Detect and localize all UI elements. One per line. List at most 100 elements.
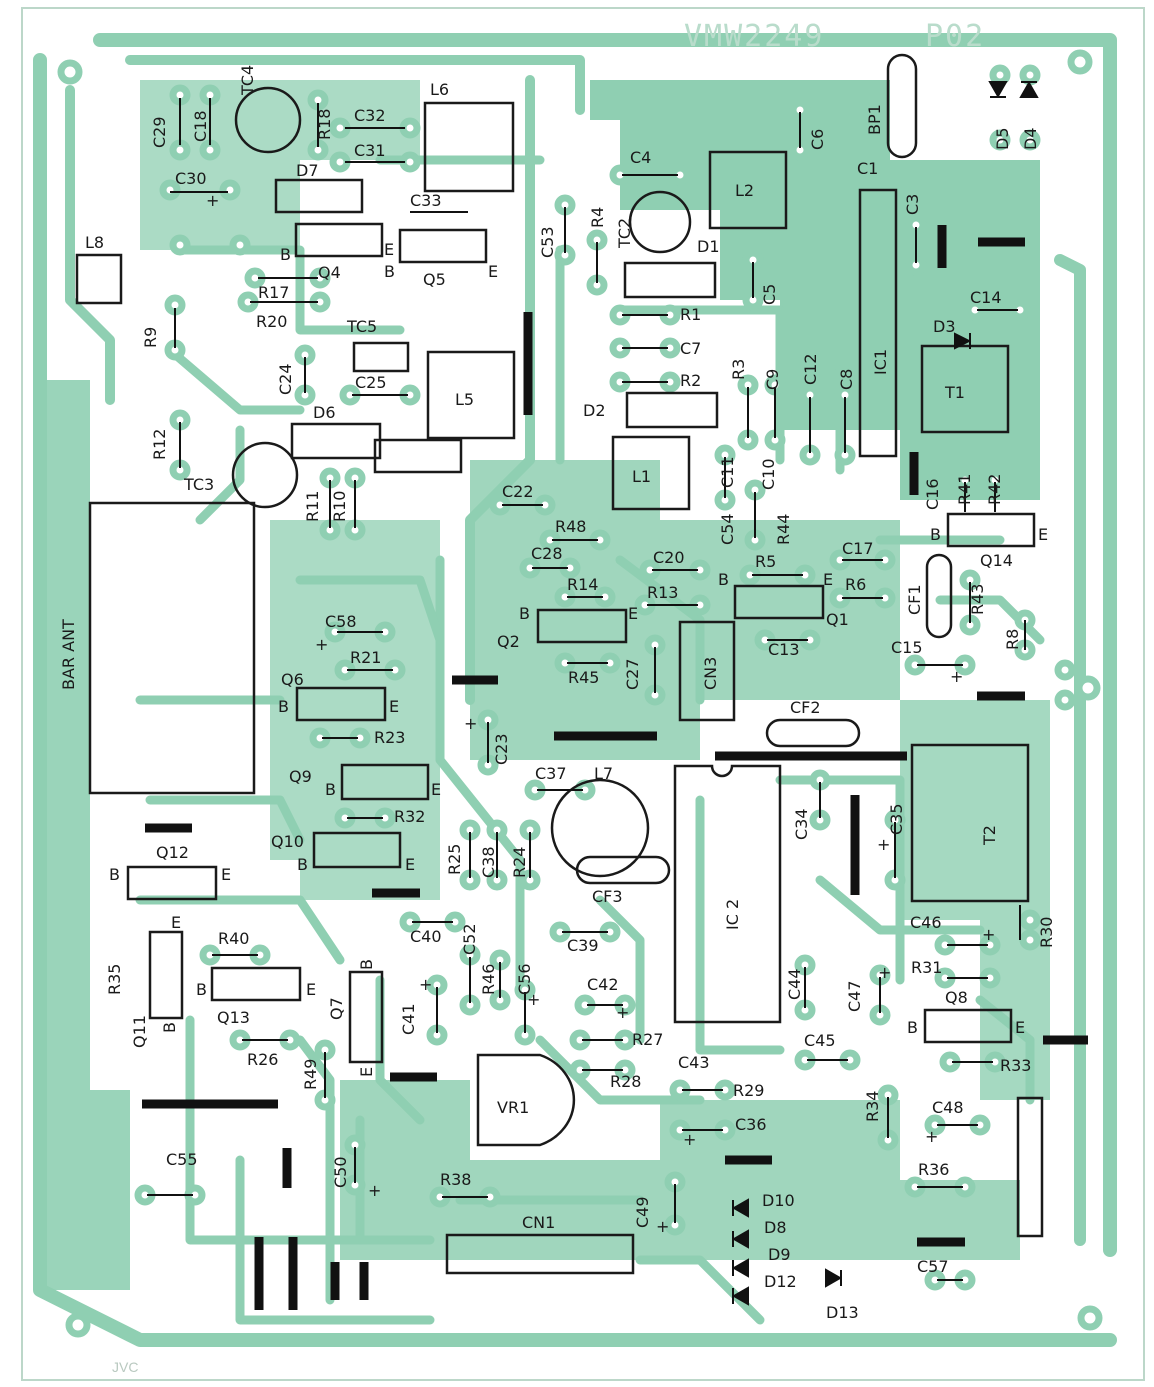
vr1-outline (476, 1053, 576, 1147)
label-r45: R45 (568, 668, 599, 687)
tc3-outline (231, 441, 299, 509)
label-c15: C15 (891, 638, 923, 657)
label-c41: C41 (399, 1003, 418, 1035)
label-q5: Q5 (423, 270, 446, 289)
label-c18: C18 (191, 110, 210, 142)
label-r9: R9 (141, 327, 160, 348)
label-c5: C5 (760, 284, 779, 305)
label-bar-ant: BAR ANT (59, 619, 78, 690)
label-c42: C42 (587, 975, 619, 994)
label-c22: C22 (502, 482, 534, 501)
label-r46: R46 (479, 964, 498, 995)
q13-emitter-letter: E (306, 980, 316, 999)
label-c29: C29 (150, 116, 169, 148)
q10-base-letter: B (297, 855, 308, 874)
c47-plus: + (878, 963, 891, 982)
label-c9: C9 (763, 369, 782, 390)
label-t2: T2 (980, 825, 999, 846)
label-d3: D3 (933, 317, 956, 336)
label-l7: L7 (594, 764, 613, 783)
q11-base-letter: B (160, 1022, 179, 1033)
label-c8: C8 (837, 369, 856, 390)
d13-diode-icon (825, 1268, 843, 1288)
d8-diode-icon (731, 1229, 749, 1249)
label-cf3: CF3 (592, 887, 623, 906)
label-tc3: TC3 (183, 475, 214, 494)
label-c24: C24 (276, 363, 295, 395)
label-r30: R30 (1037, 917, 1056, 948)
q10-emitter-letter: E (405, 855, 415, 874)
l2-outline (708, 150, 788, 230)
part-number: VMW2249 (684, 19, 824, 54)
label-d7: D7 (296, 161, 319, 180)
label-r12: R12 (150, 429, 169, 460)
label-r14: R14 (567, 575, 598, 594)
label-c36: C36 (735, 1115, 767, 1134)
label-r6: R6 (845, 575, 866, 594)
d9-diode-icon (731, 1258, 749, 1278)
label-q9: Q9 (289, 767, 312, 786)
label-q12: Q12 (156, 843, 189, 862)
q6-emitter-letter: E (389, 697, 399, 716)
q9-body (340, 763, 430, 801)
d4-diode-icon (1019, 80, 1039, 98)
maker-mark: JVC (112, 1359, 138, 1375)
label-c48: C48 (932, 1098, 964, 1117)
q11-emitter-letter: E (171, 913, 181, 932)
cf2-outline (765, 718, 861, 748)
label-d13: D13 (826, 1303, 859, 1322)
label-tc5: TC5 (346, 317, 377, 336)
copper-fill-bottom (340, 1080, 1020, 1260)
label-ic2: IC 2 (723, 899, 742, 930)
label-l6: L6 (430, 80, 449, 99)
q1-emitter-letter: E (823, 570, 833, 589)
label-l8: L8 (85, 233, 104, 252)
label-cf1: CF1 (905, 584, 924, 615)
l6-outline (423, 101, 515, 193)
label-q6: Q6 (281, 670, 304, 689)
label-r24: R24 (510, 847, 529, 878)
c15-plus: + (950, 667, 963, 686)
label-d9: D9 (768, 1245, 791, 1264)
q13-base-letter: B (196, 980, 207, 999)
d6-tail-body (373, 438, 463, 474)
label-d2: D2 (583, 401, 606, 420)
label-r27: R27 (632, 1030, 663, 1049)
c58-plus: + (315, 635, 328, 654)
label-c46: C46 (910, 913, 942, 932)
label-r48: R48 (555, 517, 586, 536)
label-q1: Q1 (826, 610, 849, 629)
q9-base-letter: B (325, 780, 336, 799)
label-d5: D5 (993, 128, 1012, 151)
copper-fill-top-right (590, 80, 1040, 500)
c46-plus: + (982, 925, 995, 944)
label-r18: R18 (315, 109, 334, 140)
label-r20: R20 (256, 312, 287, 331)
label-c52: C52 (460, 923, 479, 955)
t1-outline (920, 344, 1010, 434)
q7-base-letter: B (357, 959, 376, 970)
label-c16: C16 (923, 478, 942, 510)
label-q11: Q11 (130, 1015, 149, 1048)
label-r5: R5 (755, 552, 776, 571)
l5-outline (426, 350, 516, 440)
label-r35: R35 (105, 964, 124, 995)
label-r2: R2 (680, 371, 701, 390)
q11-body (148, 930, 184, 1020)
label-tc2: TC2 (615, 218, 634, 249)
q6-body (295, 686, 387, 722)
label-c38: C38 (479, 846, 498, 878)
d3-diode-icon (954, 332, 972, 350)
label-c55: C55 (166, 1150, 198, 1169)
label-c57: C57 (917, 1257, 949, 1276)
label-c49: C49 (633, 1196, 652, 1228)
label-r26: R26 (247, 1050, 278, 1069)
label-c3: C3 (903, 194, 922, 215)
q5-emitter-letter: E (488, 262, 498, 281)
label-c12: C12 (801, 353, 820, 385)
ic1-outline (858, 188, 898, 458)
q5-body (398, 228, 488, 264)
label-c20: C20 (653, 548, 685, 567)
d7-body (274, 178, 364, 214)
label-c13: C13 (768, 640, 800, 659)
